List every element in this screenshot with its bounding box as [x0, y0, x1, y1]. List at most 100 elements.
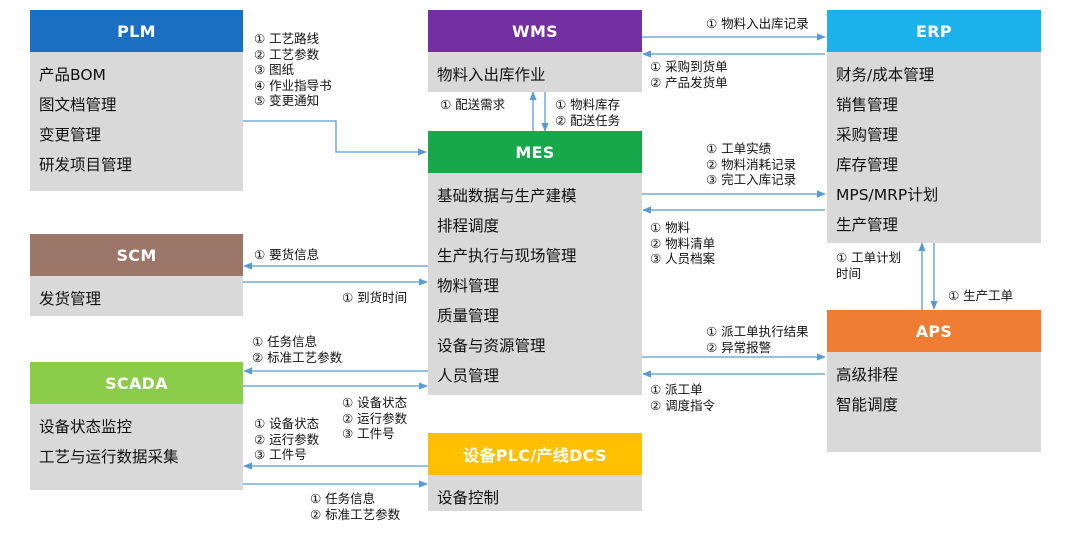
- erp-title: ERP: [916, 21, 952, 41]
- flow-label-scm-mes: ① 到货时间: [342, 290, 407, 306]
- flow-label-line: ① 物料库存: [555, 97, 621, 112]
- flow-label-aps-erp: ① 工单计划时间: [836, 250, 901, 281]
- plc-header: 设备PLC/产线DCS: [428, 433, 642, 475]
- module-item: 采购管理: [836, 126, 899, 144]
- module-item: 设备状态监控: [39, 418, 133, 436]
- mes-box: MES 基础数据与生产建模排程调度生产执行与现场管理物料管理质量管理设备与资源管…: [428, 131, 642, 395]
- flow-label-line: ① 配送需求: [440, 97, 506, 112]
- module-item: 库存管理: [836, 156, 899, 174]
- module-item: 生产执行与现场管理: [437, 247, 577, 265]
- module-item: 图文档管理: [39, 96, 117, 114]
- scada-items: 设备状态监控工艺与运行数据采集: [30, 404, 243, 472]
- aps-box: APS 高级排程智能调度: [827, 310, 1041, 452]
- flow-label-line: ② 运行参数: [342, 410, 408, 426]
- module-item: MPS/MRP计划: [836, 186, 939, 204]
- flow-label-mes-scm: ① 要货信息: [254, 247, 319, 263]
- flow-label-line: ② 配送任务: [555, 112, 621, 128]
- flow-label-line: 时间: [836, 265, 862, 281]
- flow-label-line: ① 工单实绩: [706, 141, 772, 156]
- flow-label-line: ② 标准工艺参数: [252, 349, 343, 365]
- flow-label-line: ③ 工件号: [254, 447, 307, 462]
- plm-items: 产品BOM 图文档管理变更管理研发项目管理: [30, 52, 243, 180]
- flow-label-erp-aps: ① 生产工单: [948, 288, 1013, 304]
- module-item: 人员管理: [437, 367, 500, 385]
- flow-label-line: ③ 图纸: [254, 62, 295, 77]
- flow-label-line: ③ 人员档案: [650, 251, 716, 266]
- plm-header: PLM: [30, 10, 243, 52]
- scada-header: SCADA: [30, 362, 243, 404]
- flow-label-line: ② 标准工艺参数: [310, 506, 401, 522]
- module-item: 生产管理: [836, 216, 899, 234]
- flow-label-line: ③ 完工入库记录: [706, 172, 797, 187]
- plc-items: 设备控制: [428, 475, 642, 513]
- flow-label-mes-wms: ① 配送需求: [440, 97, 505, 113]
- aps-header: APS: [827, 310, 1041, 352]
- erp-items: 财务/成本管理销售管理采购管理库存管理 MPS/MRP计划生产管理: [827, 52, 1041, 240]
- module-item: 销售管理: [836, 96, 899, 114]
- scm-title: SCM: [116, 245, 157, 265]
- flow-label-line: ① 生产工单: [948, 288, 1014, 303]
- mes-title: MES: [515, 142, 555, 162]
- flow-label-line: ② 物料清单: [650, 235, 716, 251]
- flow-label-line: ① 工单计划: [836, 250, 902, 265]
- module-item: 高级排程: [836, 366, 899, 384]
- erp-header: ERP: [827, 10, 1041, 52]
- flow-label-line: ① 任务信息: [252, 334, 318, 349]
- plc-box: 设备PLC/产线DCS 设备控制: [428, 433, 642, 511]
- mes-items: 基础数据与生产建模排程调度生产执行与现场管理物料管理质量管理设备与资源管理人员管…: [428, 173, 642, 391]
- module-item: 设备控制: [437, 489, 500, 507]
- flow-label-line: ① 任务信息: [310, 491, 376, 506]
- module-item: 变更管理: [39, 126, 102, 144]
- arrow-plm-to-mes: [243, 120, 427, 156]
- flow-label-line: ① 设备状态: [342, 395, 408, 410]
- wms-title: WMS: [512, 21, 558, 41]
- flow-label-wms-erp: ① 物料入出库记录: [706, 16, 809, 32]
- flow-label-line: ② 物料消耗记录: [706, 156, 797, 172]
- scm-header: SCM: [30, 234, 243, 276]
- flow-label-line: ① 到货时间: [342, 290, 408, 305]
- aps-title: APS: [915, 321, 953, 341]
- flow-label-line: ① 采购到货单: [650, 59, 728, 74]
- flow-label-line: ① 设备状态: [254, 416, 320, 431]
- module-item: 设备与资源管理: [437, 337, 546, 355]
- module-item: 财务/成本管理: [836, 66, 935, 84]
- module-item: 排程调度: [437, 217, 500, 235]
- module-item: 研发项目管理: [39, 156, 133, 174]
- flow-label-line: ① 物料: [650, 220, 691, 235]
- scm-box: SCM 发货管理: [30, 234, 243, 316]
- module-item: 基础数据与生产建模: [437, 187, 577, 205]
- erp-box: ERP 财务/成本管理销售管理采购管理库存管理 MPS/MRP计划生产管理: [827, 10, 1041, 243]
- flow-label-line: ① 派工单执行结果: [706, 324, 809, 339]
- scm-items: 发货管理: [30, 276, 243, 314]
- scada-title: SCADA: [105, 373, 168, 393]
- flow-label-line: ② 产品发货单: [650, 74, 728, 90]
- module-item: 物料管理: [437, 277, 500, 295]
- module-item: 产品BOM: [39, 66, 106, 84]
- flow-label-line: ① 工艺路线: [254, 31, 320, 46]
- flow-label-line: ③ 工件号: [342, 426, 395, 441]
- wms-items: 物料入出库作业: [428, 52, 642, 90]
- module-item: 物料入出库作业: [437, 66, 546, 84]
- aps-items: 高级排程智能调度: [827, 352, 1041, 420]
- flow-label-line: ② 异常报警: [706, 339, 772, 355]
- module-item: 智能调度: [836, 396, 899, 414]
- mes-header: MES: [428, 131, 642, 173]
- module-item: 工艺与运行数据采集: [39, 448, 179, 466]
- plm-box: PLM 产品BOM 图文档管理变更管理研发项目管理: [30, 10, 243, 191]
- plc-title: 设备PLC/产线DCS: [463, 446, 607, 465]
- flow-label-line: ⑤ 变更通知: [254, 93, 320, 108]
- module-item: 质量管理: [437, 307, 500, 325]
- wms-box: WMS 物料入出库作业: [428, 10, 642, 92]
